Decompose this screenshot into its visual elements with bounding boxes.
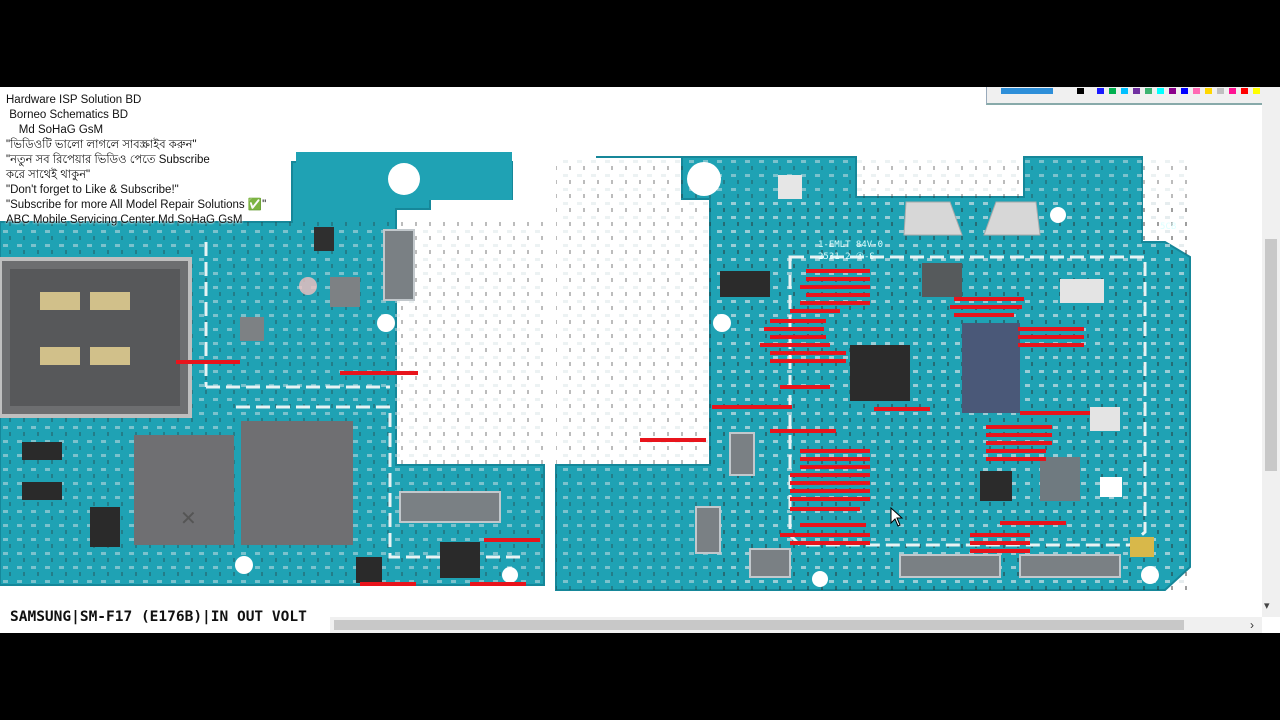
horizontal-scroll-thumb[interactable]	[334, 620, 1184, 630]
palette-swatch[interactable]	[1097, 88, 1104, 94]
palette-swatch[interactable]	[1217, 88, 1224, 94]
voltage-markers	[176, 269, 1090, 586]
palette-swatch[interactable]	[1253, 88, 1260, 94]
svg-text:✕: ✕	[180, 506, 197, 530]
overlay-line: Hardware ISP Solution BD	[6, 94, 142, 106]
palette-swatch[interactable]	[1241, 88, 1248, 94]
pcb-left-half: ✕	[0, 152, 545, 586]
pcb-board-view[interactable]: ✕	[0, 87, 1262, 617]
vertical-scroll-thumb[interactable]	[1265, 239, 1277, 471]
board-viewer[interactable]: ✕	[0, 87, 1280, 633]
vertical-scrollbar[interactable]	[1262, 87, 1280, 617]
overlay-line: "ভিডিওটি ভালো লাগলে সাবস্ক্রাইব করুন"	[6, 139, 197, 151]
palette-swatch[interactable]	[1157, 88, 1164, 94]
overlay-line: Borneo Schematics BD	[6, 109, 129, 121]
overlay-line: "নতুন সব রিপেয়ার ভিডিও পেতে Subscribe	[6, 154, 210, 166]
model-voltage-label: SAMSUNG|SM-F17 (E176B)|IN OUT VOLT	[4, 605, 313, 629]
color-palette-toolbar[interactable]	[986, 87, 1280, 105]
overlay-line: ABC Mobile Servicing Center Md SoHaG GsM	[6, 214, 243, 226]
svg-text:1-EMLT 84V-0: 1-EMLT 84V-0	[818, 240, 883, 250]
palette-swatch[interactable]	[1169, 88, 1176, 94]
overlay-line: Md SoHaG GsM	[6, 124, 104, 136]
mouse-pointer-icon	[890, 507, 904, 527]
palette-swatch[interactable]	[1181, 88, 1188, 94]
palette-swatch[interactable]	[1121, 88, 1128, 94]
palette-swatch[interactable]	[1077, 88, 1084, 94]
palette-swatch[interactable]	[1205, 88, 1212, 94]
palette-swatch[interactable]	[1109, 88, 1116, 94]
palette-swatch[interactable]	[1229, 88, 1236, 94]
svg-text:5CB: 5CB	[1160, 222, 1176, 232]
palette-swatch[interactable]	[1001, 88, 1053, 94]
chevron-right-icon[interactable]: ›	[1250, 618, 1254, 632]
overlay-line: "Don't forget to Like & Subscribe!"	[6, 184, 179, 196]
overlay-line: "Subscribe for more All Model Repair Sol…	[6, 199, 267, 211]
pcb-right-half: 1-EMLT 84V-0 2531 2-④-S 5CB	[555, 156, 1191, 591]
horizontal-scrollbar[interactable]	[330, 617, 1262, 633]
chevron-down-icon[interactable]: ▾	[1264, 600, 1270, 612]
palette-swatch[interactable]	[1145, 88, 1152, 94]
svg-text:2531 2-④-S: 2531 2-④-S	[818, 252, 875, 262]
palette-swatch[interactable]	[1133, 88, 1140, 94]
channel-credits-overlay: Hardware ISP Solution BD Borneo Schemati…	[6, 93, 266, 228]
overlay-line: করে সাথেই থাকুন"	[6, 169, 91, 181]
palette-swatch[interactable]	[1193, 88, 1200, 94]
